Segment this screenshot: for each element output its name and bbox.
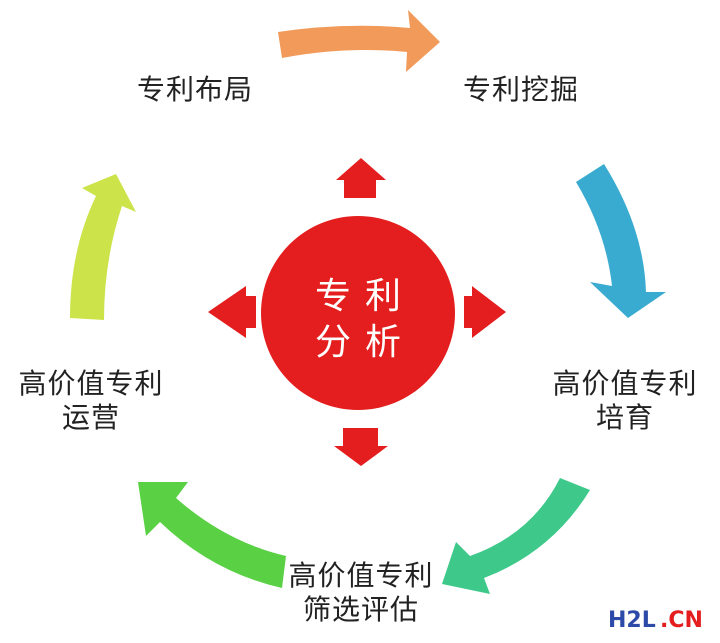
arrow-cultivation-to-screening xyxy=(442,478,590,594)
watermark-cn: .CN xyxy=(660,608,703,633)
center-arrow-up xyxy=(336,158,386,198)
patent-analysis-circle xyxy=(261,216,455,410)
arrow-screening-to-operation xyxy=(138,482,286,588)
watermark: H2L .CN xyxy=(608,609,712,633)
node-cultivation-line1: 高价值专利 xyxy=(552,367,698,400)
node-operation-line1: 高价值专利 xyxy=(18,367,164,400)
node-operation-line2: 运营 xyxy=(61,401,120,434)
node-screening-line2: 筛选评估 xyxy=(302,593,419,626)
arrow-mining-to-cultivation xyxy=(576,164,666,318)
center-label-line1: 专利 xyxy=(314,276,415,317)
center-label-line2: 分析 xyxy=(314,322,415,363)
center-arrow-left xyxy=(208,286,256,338)
node-screening-line1: 高价值专利 xyxy=(288,559,434,592)
arrow-layout-to-mining xyxy=(278,10,440,72)
arrow-operation-to-layout xyxy=(70,174,136,320)
node-patent-mining: 专利挖掘 xyxy=(462,73,579,106)
node-patent-layout: 专利布局 xyxy=(136,73,253,106)
watermark-h2l: H2L xyxy=(608,608,656,633)
center-arrow-down xyxy=(334,428,388,466)
center-arrow-right xyxy=(464,286,506,338)
node-cultivation-line2: 培育 xyxy=(595,401,654,434)
